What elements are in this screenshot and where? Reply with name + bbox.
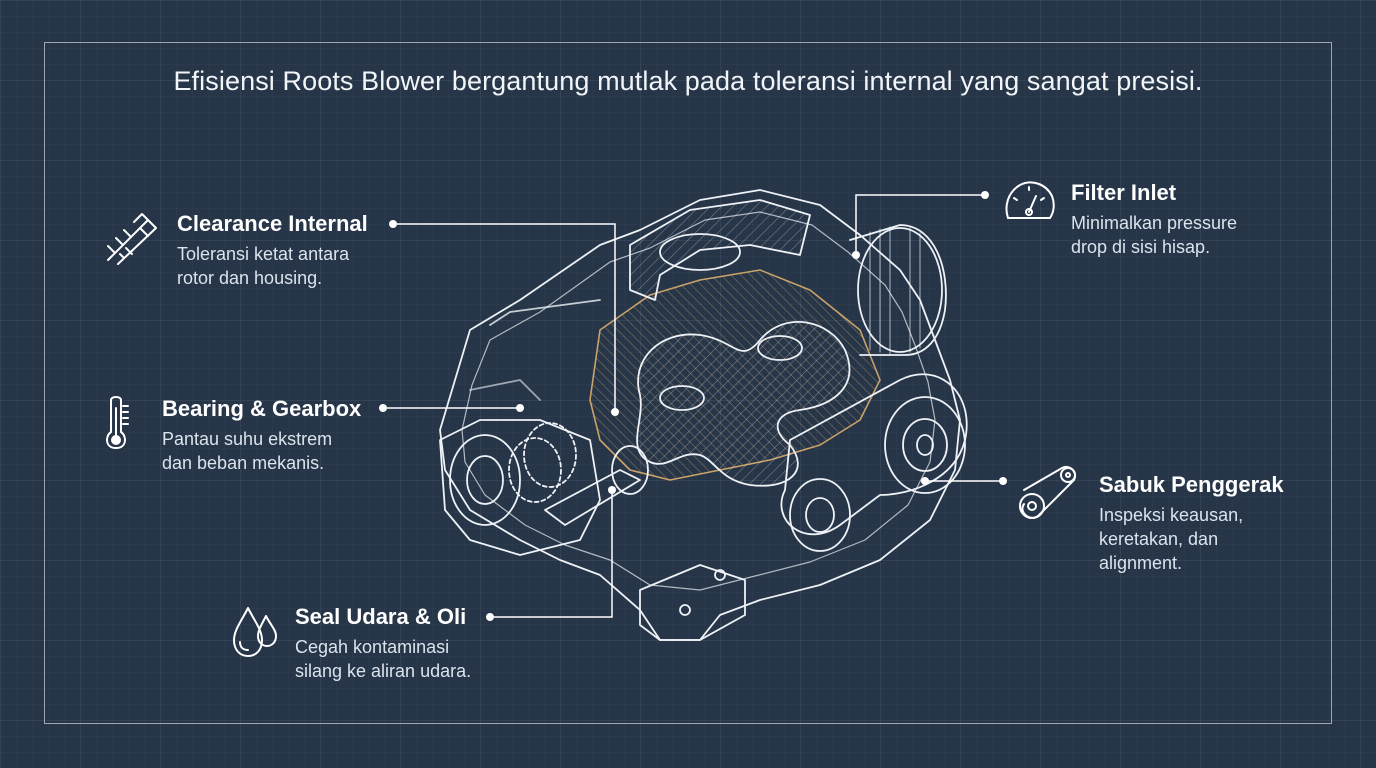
leader-dot [486, 613, 494, 621]
callout-clearance-internal: Clearance Internal Toleransi ketat antar… [177, 211, 368, 290]
callout-description-line: rotor dan housing. [177, 268, 323, 288]
leader-filter [855, 194, 985, 255]
leader-dot [389, 220, 397, 228]
callout-description: Minimalkan pressure drop di sisi hisap. [1071, 211, 1237, 259]
leader-clearance [393, 223, 616, 412]
rotor-hole-2 [757, 335, 803, 361]
belt-drive-icon [1019, 466, 1076, 519]
callout-filter-inlet: Filter Inlet Minimalkan pressure drop di… [1071, 180, 1237, 259]
callout-description-line: dan beban mekanis. [162, 453, 325, 473]
caliper-icon [107, 213, 157, 265]
callout-sabuk-penggerak: Sabuk Penggerak Inspeksi keausan, kereta… [1099, 472, 1284, 575]
leader-dot [999, 477, 1007, 485]
callout-seal-udara-oli: Seal Udara & Oli Cegah kontaminasi silan… [295, 604, 471, 683]
callout-description-line: silang ke aliran udara. [295, 661, 472, 681]
housing-outline [439, 189, 961, 641]
callout-title: Clearance Internal [177, 211, 368, 236]
callout-description-line: keretakan, dan [1099, 529, 1219, 549]
callout-description-line: Inspeksi keausan, [1099, 505, 1244, 525]
leader-dot [608, 486, 616, 494]
headline: Efisiensi Roots Blower bergantung mutlak… [173, 66, 1203, 96]
mounting-foot [639, 564, 746, 641]
callout-bearing-gearbox: Bearing & Gearbox Pantau suhu ekstrem da… [162, 396, 361, 475]
inlet-flange [629, 199, 811, 301]
thermometer-icon [106, 396, 129, 450]
callout-title: Filter Inlet [1071, 180, 1177, 205]
leader-dot [611, 408, 619, 416]
leader-dot [516, 404, 524, 412]
gearbox-housing [439, 419, 601, 556]
callout-title: Seal Udara & Oli [295, 604, 467, 629]
callout-description-line: Toleransi ketat antara [177, 244, 350, 264]
gear [523, 422, 577, 488]
leader-dot [379, 404, 387, 412]
leader-dot [981, 191, 989, 199]
droplets-icon [233, 607, 277, 657]
callout-description: Pantau suhu ekstrem dan beban mekanis. [162, 427, 361, 475]
callout-description-line: Cegah kontaminasi [295, 637, 450, 657]
callout-description: Inspeksi keausan, keretakan, dan alignme… [1099, 503, 1284, 575]
leader-dot [852, 251, 860, 259]
diagram-frame [44, 42, 1332, 724]
shaft [544, 469, 641, 526]
rotor-lobes [636, 321, 851, 487]
callout-description: Cegah kontaminasi silang ke aliran udara… [295, 635, 471, 683]
inlet-filter-cylinder [849, 224, 947, 356]
leader-dot [921, 477, 929, 485]
callout-title: Sabuk Penggerak [1099, 472, 1284, 497]
callout-description-line: Minimalkan pressure [1071, 213, 1238, 233]
callout-description-line: Pantau suhu ekstrem [162, 429, 333, 449]
idler-pulley [789, 478, 851, 552]
rotor-hole-1 [659, 385, 705, 411]
callout-description: Toleransi ketat antara rotor dan housing… [177, 242, 368, 290]
drive-pulley [884, 396, 966, 494]
callout-description-line: drop di sisi hisap. [1071, 237, 1211, 257]
gearbox-bearing [449, 434, 521, 526]
leader-seal [490, 490, 613, 618]
gauge-icon [1005, 181, 1055, 219]
callout-description-line: alignment. [1099, 553, 1183, 573]
callout-title: Bearing & Gearbox [162, 396, 362, 421]
